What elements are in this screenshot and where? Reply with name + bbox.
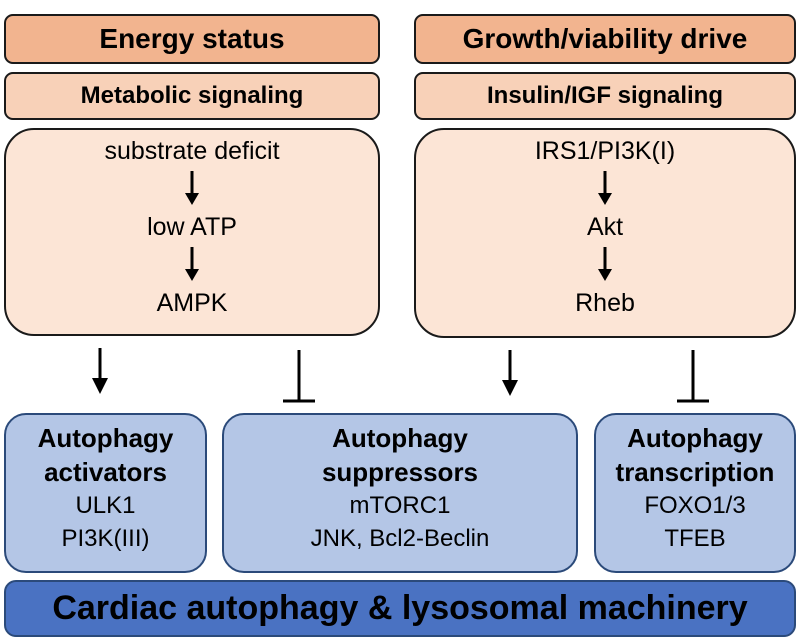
step-irs1-pi3k: IRS1/PI3K(I) (534, 137, 676, 165)
activators-title-line1: Autophagy (37, 423, 174, 453)
energy-status-header: Energy status (4, 14, 380, 64)
growth-drive-label: Growth/viability drive (462, 23, 748, 54)
transcription-tfeb: TFEB (664, 525, 726, 552)
transcription-foxo: FOXO1/3 (644, 492, 746, 519)
step-akt: Akt (586, 213, 624, 241)
growth-drive-header: Growth/viability drive (414, 14, 796, 64)
down-arrow-icon (182, 242, 202, 288)
down-arrow-icon (595, 242, 615, 288)
step-substrate-deficit: substrate deficit (104, 137, 280, 165)
metabolic-signaling-header: Metabolic signaling (4, 72, 380, 120)
suppressor-jnk-bcl2: JNK, Bcl2-Beclin (310, 525, 490, 552)
step-rheb: Rheb (575, 289, 635, 317)
suppressors-title-line2: suppressors (321, 457, 479, 487)
down-arrow-icon (182, 166, 202, 212)
activation-arrow-left (92, 348, 108, 394)
inhibition-bar-left (283, 350, 315, 403)
activation-arrow-right (502, 350, 518, 396)
insulin-igf-label: Insulin/IGF signaling (486, 82, 723, 109)
metabolic-pathway-panel: substrate deficit low ATP AMPK (4, 128, 380, 336)
inhibition-bar-right (677, 350, 709, 403)
down-arrow-icon (595, 166, 615, 212)
cardiac-autophagy-label: Cardiac autophagy & lysosomal machinery (52, 589, 748, 627)
activators-title-line2: activators (44, 457, 167, 487)
energy-status-label: Energy status (99, 23, 285, 54)
step-ampk: AMPK (156, 289, 228, 317)
transcription-title-line2: transcription (615, 457, 775, 487)
activator-ulk1: ULK1 (75, 492, 136, 519)
suppressor-mtorc1: mTORC1 (349, 492, 451, 519)
insulin-pathway-panel: IRS1/PI3K(I) Akt Rheb (414, 128, 796, 338)
insulin-igf-header: Insulin/IGF signaling (414, 72, 796, 120)
autophagy-transcription-box: Autophagy transcription FOXO1/3 TFEB (594, 413, 796, 573)
step-low-atp: low ATP (147, 213, 237, 241)
metabolic-signaling-label: Metabolic signaling (80, 82, 304, 109)
transcription-title-line1: Autophagy (627, 423, 763, 453)
autophagy-activators-box: Autophagy activators ULK1 PI3K(III) (4, 413, 207, 573)
suppressors-title-line1: Autophagy (332, 423, 468, 453)
activator-pi3k-iii: PI3K(III) (61, 525, 150, 552)
cardiac-autophagy-bar: Cardiac autophagy & lysosomal machinery (4, 580, 796, 637)
autophagy-suppressors-box: Autophagy suppressors mTORC1 JNK, Bcl2-B… (222, 413, 578, 573)
